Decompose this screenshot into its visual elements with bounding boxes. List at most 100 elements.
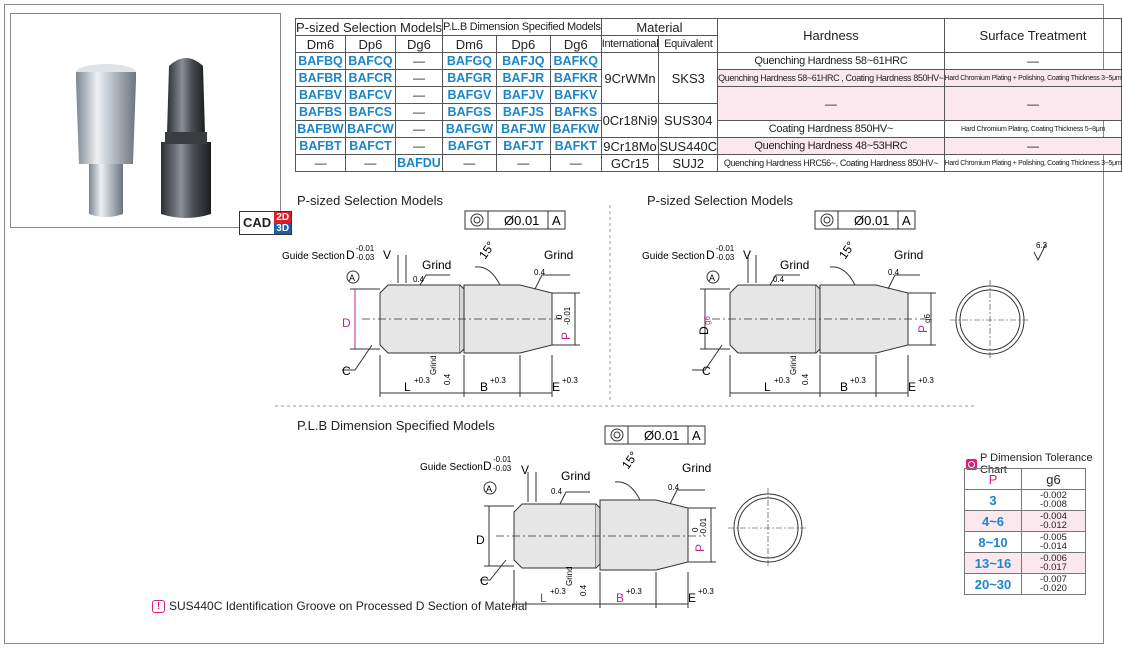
tol-bot: -0.014 (1040, 541, 1067, 552)
part-code[interactable]: BAFJV (495, 86, 551, 104)
part-code: — (394, 69, 443, 87)
datum-label: A (692, 428, 701, 443)
part-code[interactable]: BAFKQ (549, 52, 602, 70)
b-label: B (840, 380, 848, 394)
drawing-title-plb: P.L.B Dimension Specified Models (297, 418, 495, 433)
cad-3d-label[interactable]: 3D (274, 223, 292, 234)
table-row: 13~16 -0.006-0.017 (964, 552, 1086, 574)
part-code[interactable]: BAFGT (441, 137, 497, 155)
table-row: 4~6 -0.004-0.012 (964, 510, 1086, 532)
part-code[interactable]: BAFKW (549, 120, 602, 138)
l-tol: +0.3 (414, 376, 430, 385)
p-dimension: P (559, 332, 573, 340)
subheader-dp6-plb: Dp6 (495, 35, 551, 53)
part-code[interactable]: BAFGW (441, 120, 497, 138)
dg6-dimension: D (697, 326, 711, 335)
material-international: GCr15 (600, 154, 660, 172)
header-hardness: Hardness (717, 18, 945, 53)
concentricity-value: Ø0.01 (644, 428, 679, 443)
grind-label: Grind (682, 461, 711, 475)
part-code[interactable]: BAFCR (344, 69, 396, 87)
material-equivalent: SUS304 (658, 103, 719, 138)
part-code[interactable]: BAFCS (344, 103, 396, 121)
roughness-value: 0.4 (888, 268, 900, 277)
roughness-value: 0.4 (773, 275, 785, 284)
subheader-dg6: Dg6 (394, 35, 443, 53)
guide-section-label: Guide Section (420, 462, 483, 473)
roughness-value: 0.4 (413, 275, 425, 284)
material-equivalent: SKS3 (658, 52, 719, 104)
tol-p-value: 20~30 (964, 573, 1022, 595)
part-code: — (394, 52, 443, 70)
v-label: V (743, 248, 751, 262)
cad-2d-label[interactable]: 2D (274, 212, 292, 223)
surface-finish-value: 6.3 (1036, 241, 1048, 250)
tol-bot: -0.012 (1040, 520, 1067, 531)
tol-header-g6: g6 (1021, 468, 1086, 490)
part-code[interactable]: BAFGV (441, 86, 497, 104)
v-label: V (521, 463, 529, 477)
part-code[interactable]: BAFGQ (441, 52, 497, 70)
part-code[interactable]: BAFDU (394, 154, 443, 172)
hardness-cell: — (717, 86, 945, 121)
datum-label: A (902, 213, 911, 228)
part-code: — (441, 154, 497, 172)
part-code[interactable]: BAFJW (495, 120, 551, 138)
header-material: Material (600, 18, 719, 36)
b-tol: +0.3 (850, 376, 866, 385)
part-code: — (394, 120, 443, 138)
cad-label: CAD (240, 212, 275, 234)
part-code[interactable]: BAFBV (295, 86, 346, 104)
part-code[interactable]: BAFBW (295, 120, 346, 138)
part-code: — (394, 86, 443, 104)
part-code[interactable]: BAFKS (549, 103, 602, 121)
part-code[interactable]: BAFKR (549, 69, 602, 87)
d-dimension: D (476, 533, 485, 547)
subheader-equivalent: Equivalent (658, 35, 719, 53)
surface-cell: Hard Chromium Plating, Coating Thickness… (943, 120, 1122, 138)
part-code[interactable]: BAFBT (295, 137, 346, 155)
b-label: B (480, 380, 488, 394)
warning-icon: ! (152, 599, 165, 613)
part-code[interactable]: BAFBQ (295, 52, 346, 70)
e-tol: +0.3 (918, 376, 934, 385)
concentricity-value: Ø0.01 (504, 213, 539, 228)
table-row: BAFBQ BAFCQ — BAFGQ BAFJQ BAFKQ 9CrWMn S… (295, 52, 1122, 104)
part-code: — (549, 154, 602, 172)
table-row: BAFBR BAFCR — BAFGR BAFJR BAFKR Quenchin… (295, 69, 1122, 87)
part-code: — (394, 103, 443, 121)
part-code[interactable]: BAFJS (495, 103, 551, 121)
guide-section-label: Guide Section (642, 251, 705, 262)
part-code[interactable]: BAFBS (295, 103, 346, 121)
hardness-cell: Quenching Hardness HRC56~, Coating Hardn… (717, 154, 945, 172)
part-code[interactable]: BAFGR (441, 69, 497, 87)
cad-badge[interactable]: CAD 2D 3D (239, 211, 293, 235)
c-label: C (480, 574, 489, 588)
part-code[interactable]: BAFCQ (344, 52, 396, 70)
l-label: L (764, 380, 771, 394)
hardness-cell: Quenching Hardness 58~61HRC (717, 52, 945, 70)
datum-label: A (552, 213, 561, 228)
part-code[interactable]: BAFCV (344, 86, 396, 104)
b-label: B (616, 591, 624, 605)
surface-cell: Hard Chromium Plating + Polishing, Coati… (943, 154, 1122, 172)
part-code[interactable]: BAFJR (495, 69, 551, 87)
material-equivalent: SUS440C (658, 137, 719, 155)
table-row: 20~30 -0.007-0.020 (964, 573, 1086, 595)
part-code[interactable]: BAFJT (495, 137, 551, 155)
part-code[interactable]: BAFJQ (495, 52, 551, 70)
roughness-value: 0.4 (579, 584, 588, 596)
part-code[interactable]: BAFKT (549, 137, 602, 155)
tol-top: -0.007 (1040, 574, 1067, 585)
part-code[interactable]: BAFKV (549, 86, 602, 104)
material-international: 9CrWMn (600, 52, 660, 104)
grind-label: Grind (429, 355, 438, 375)
part-code[interactable]: BAFCW (344, 120, 396, 138)
part-code[interactable]: BAFBR (295, 69, 346, 87)
p-tol: -0.01 (563, 306, 572, 325)
surface-cell: — (943, 137, 1122, 155)
surface-cell: — (943, 52, 1122, 70)
grind-label: Grind (422, 258, 451, 272)
part-code[interactable]: BAFGS (441, 103, 497, 121)
part-code[interactable]: BAFCT (344, 137, 396, 155)
